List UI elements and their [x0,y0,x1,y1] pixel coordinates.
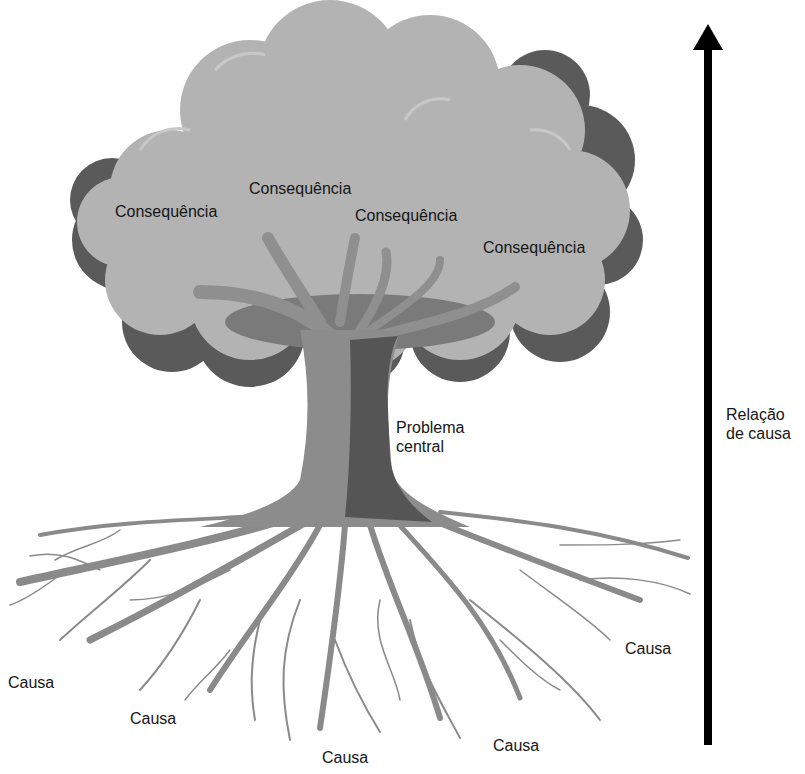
tree-label: Causa [8,673,54,692]
roots [10,512,690,740]
tree-label: Consequência [483,238,585,257]
tree-label: Relação de causa [726,405,800,443]
tree-label: Problema central [396,418,482,456]
branches [200,238,515,335]
tree-label: Consequência [249,179,351,198]
tree-label: Consequência [115,202,217,221]
tree-label: Causa [322,748,368,767]
tree-label: Consequência [355,206,457,225]
cause-arrow [693,24,723,745]
canopy-highlights [140,53,570,150]
tree-label: Causa [625,639,671,658]
tree-label: Causa [493,736,539,755]
tree-label: Causa [130,709,176,728]
canopy [77,0,630,370]
